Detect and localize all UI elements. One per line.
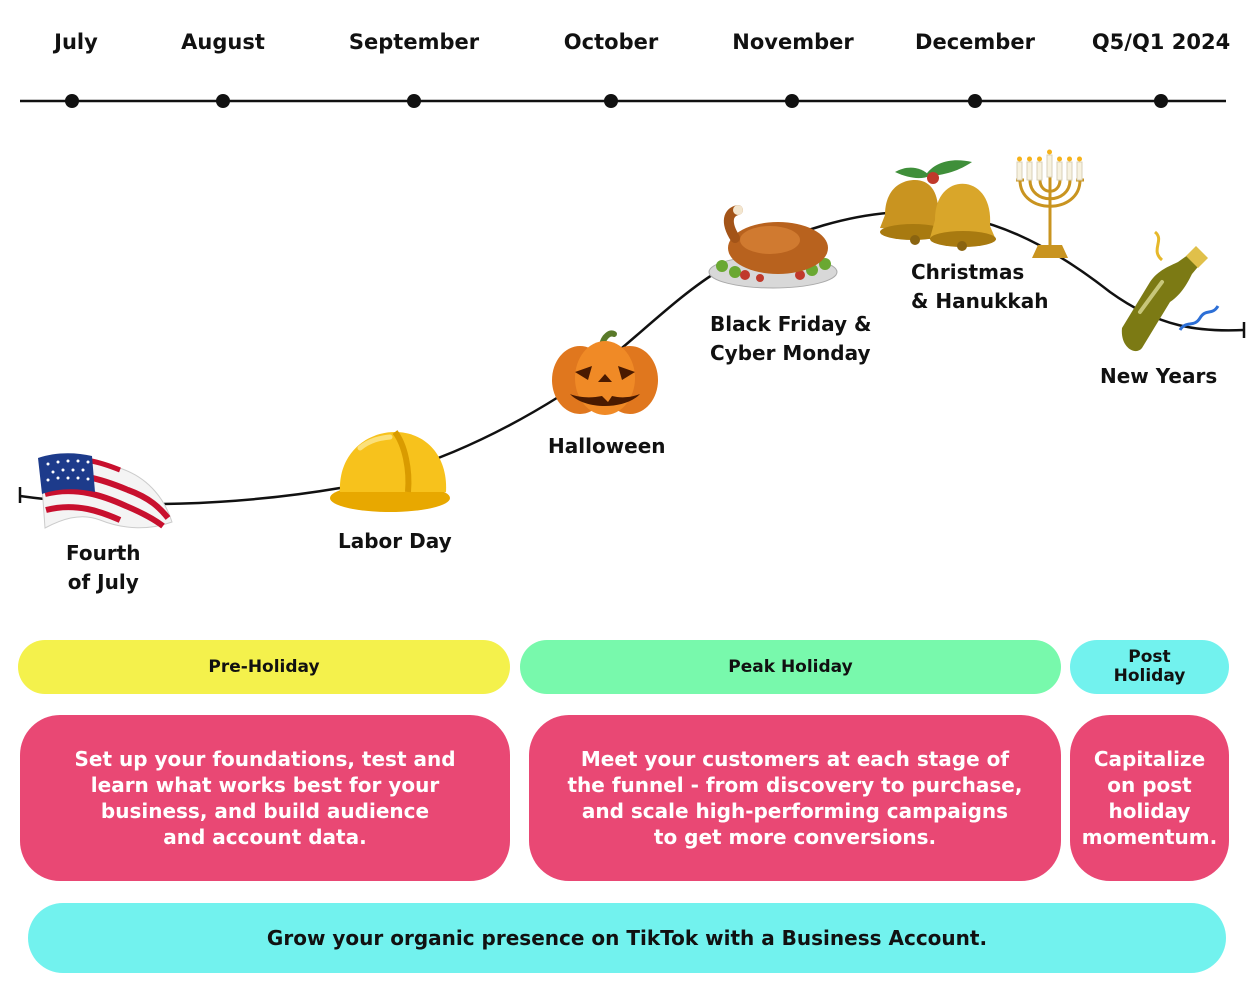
holiday-label-new-years: New Years bbox=[1100, 364, 1218, 388]
jack-o-lantern-icon bbox=[552, 330, 658, 415]
timeline-dot-september bbox=[407, 94, 421, 108]
timeline-dot-july bbox=[65, 94, 79, 108]
month-label-september: September bbox=[348, 30, 480, 54]
christmas-bells-icon bbox=[880, 160, 996, 251]
holiday-label-labor-day: Labor Day bbox=[338, 529, 452, 553]
description-peak-holiday: Meet your customers at each stage of the… bbox=[529, 715, 1061, 881]
american-flag-icon bbox=[38, 453, 173, 529]
holiday-label-black-friday: Black Friday & Cyber Monday bbox=[710, 312, 872, 365]
holiday-curve bbox=[19, 210, 1245, 506]
description-post-holiday: Capitalize on post holiday momentum. bbox=[1070, 715, 1229, 881]
holiday-label-fourth-of-july: Fourth of July bbox=[66, 541, 141, 594]
timeline-dot-december bbox=[968, 94, 982, 108]
roast-turkey-icon bbox=[708, 205, 838, 289]
timeline-graphic bbox=[18, 94, 1246, 529]
hard-hat-icon bbox=[330, 430, 450, 512]
champagne-bottle-icon bbox=[1121, 230, 1220, 352]
phase-peak-holiday: Peak Holiday bbox=[520, 640, 1061, 694]
holiday-label-halloween: Halloween bbox=[548, 434, 666, 458]
timeline-dot-november bbox=[785, 94, 799, 108]
timeline-dot-october bbox=[604, 94, 618, 108]
phase-post-holiday: Post Holiday bbox=[1070, 640, 1229, 694]
timeline-dots bbox=[65, 94, 1168, 108]
month-label-q5-q1: Q5/Q1 2024 bbox=[1091, 30, 1231, 54]
month-label-october: October bbox=[563, 30, 659, 54]
month-label-december: December bbox=[915, 30, 1035, 54]
month-label-july: July bbox=[54, 30, 98, 54]
timeline-dot-august bbox=[216, 94, 230, 108]
organic-presence-banner: Grow your organic presence on TikTok wit… bbox=[28, 903, 1226, 973]
description-pre-holiday: Set up your foundations, test and learn … bbox=[20, 715, 510, 881]
timeline-dot-q5-q1 bbox=[1154, 94, 1168, 108]
phase-pre-holiday: Pre-Holiday bbox=[18, 640, 510, 694]
holiday-label-christmas-hanukkah: Christmas & Hanukkah bbox=[911, 260, 1049, 313]
month-label-november: November bbox=[732, 30, 854, 54]
month-label-august: August bbox=[181, 30, 265, 54]
menorah-icon bbox=[1016, 149, 1084, 258]
